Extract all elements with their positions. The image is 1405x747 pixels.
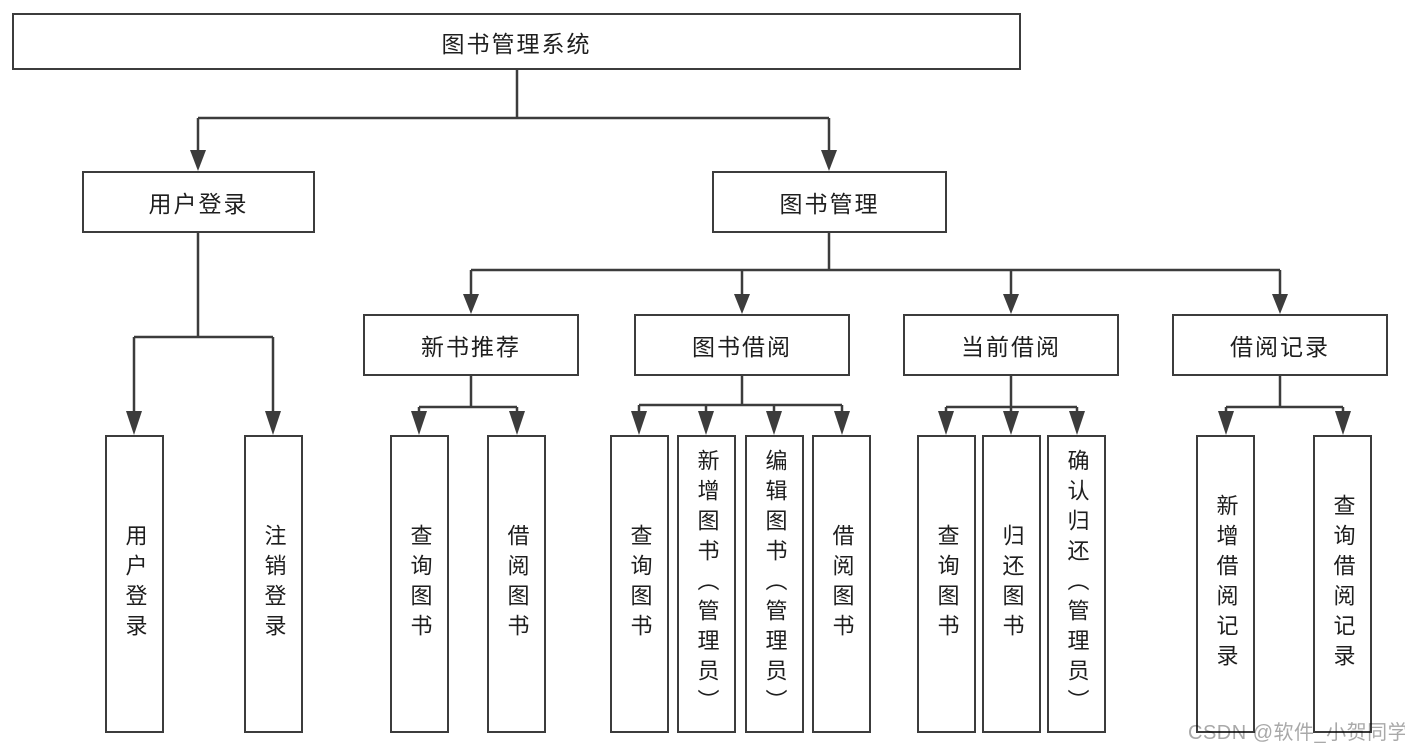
node-current-borrow: 当前借阅	[903, 314, 1119, 376]
node-book-management-label: 图书管理	[779, 191, 880, 217]
node-book-borrow: 图书借阅	[634, 314, 850, 376]
node-root-label: 图书管理系统	[441, 30, 592, 57]
node-root: 图书管理系统	[12, 13, 1021, 70]
leaf-logout: 注销登录	[244, 435, 303, 733]
connector-book-management-children	[463, 233, 1288, 314]
node-new-book-recommend-label: 新书推荐	[421, 334, 521, 360]
leaf-add-book-admin: 新增图书（管理员）	[677, 435, 736, 733]
leaf-add-borrow-record: 新增借阅记录	[1196, 435, 1255, 733]
leaf-query-book-borrow: 查询图书	[610, 435, 669, 733]
node-user-login: 用户登录	[82, 171, 315, 233]
connector-user-login-children	[126, 233, 281, 435]
leaf-borrow-book-recommend: 借阅图书	[487, 435, 546, 733]
leaf-borrow-book: 借阅图书	[812, 435, 871, 733]
node-book-borrow-label: 图书借阅	[692, 334, 792, 360]
node-borrow-records-label: 借阅记录	[1230, 334, 1330, 360]
node-user-login-label: 用户登录	[148, 191, 249, 217]
leaf-confirm-return-admin: 确认归还（管理员）	[1047, 435, 1106, 733]
node-book-management: 图书管理	[712, 171, 947, 233]
leaf-query-book-recommend: 查询图书	[390, 435, 449, 733]
connector-root-to-level1	[190, 70, 837, 171]
leaf-user-login: 用户登录	[105, 435, 164, 733]
leaf-return-book: 归还图书	[982, 435, 1041, 733]
leaf-query-book-current: 查询图书	[917, 435, 976, 733]
node-current-borrow-label: 当前借阅	[961, 334, 1061, 360]
csdn-watermark: CSDN @软件_小贺同学	[1188, 722, 1405, 744]
node-borrow-records: 借阅记录	[1172, 314, 1388, 376]
connector-new-book-recommend-children	[411, 376, 525, 435]
connector-book-borrow-children	[631, 376, 850, 435]
connector-borrow-records-children	[1218, 376, 1351, 435]
connector-current-borrow-children	[938, 376, 1085, 435]
node-new-book-recommend: 新书推荐	[363, 314, 579, 376]
leaf-query-borrow-record: 查询借阅记录	[1313, 435, 1372, 733]
leaf-edit-book-admin: 编辑图书（管理员）	[745, 435, 804, 733]
